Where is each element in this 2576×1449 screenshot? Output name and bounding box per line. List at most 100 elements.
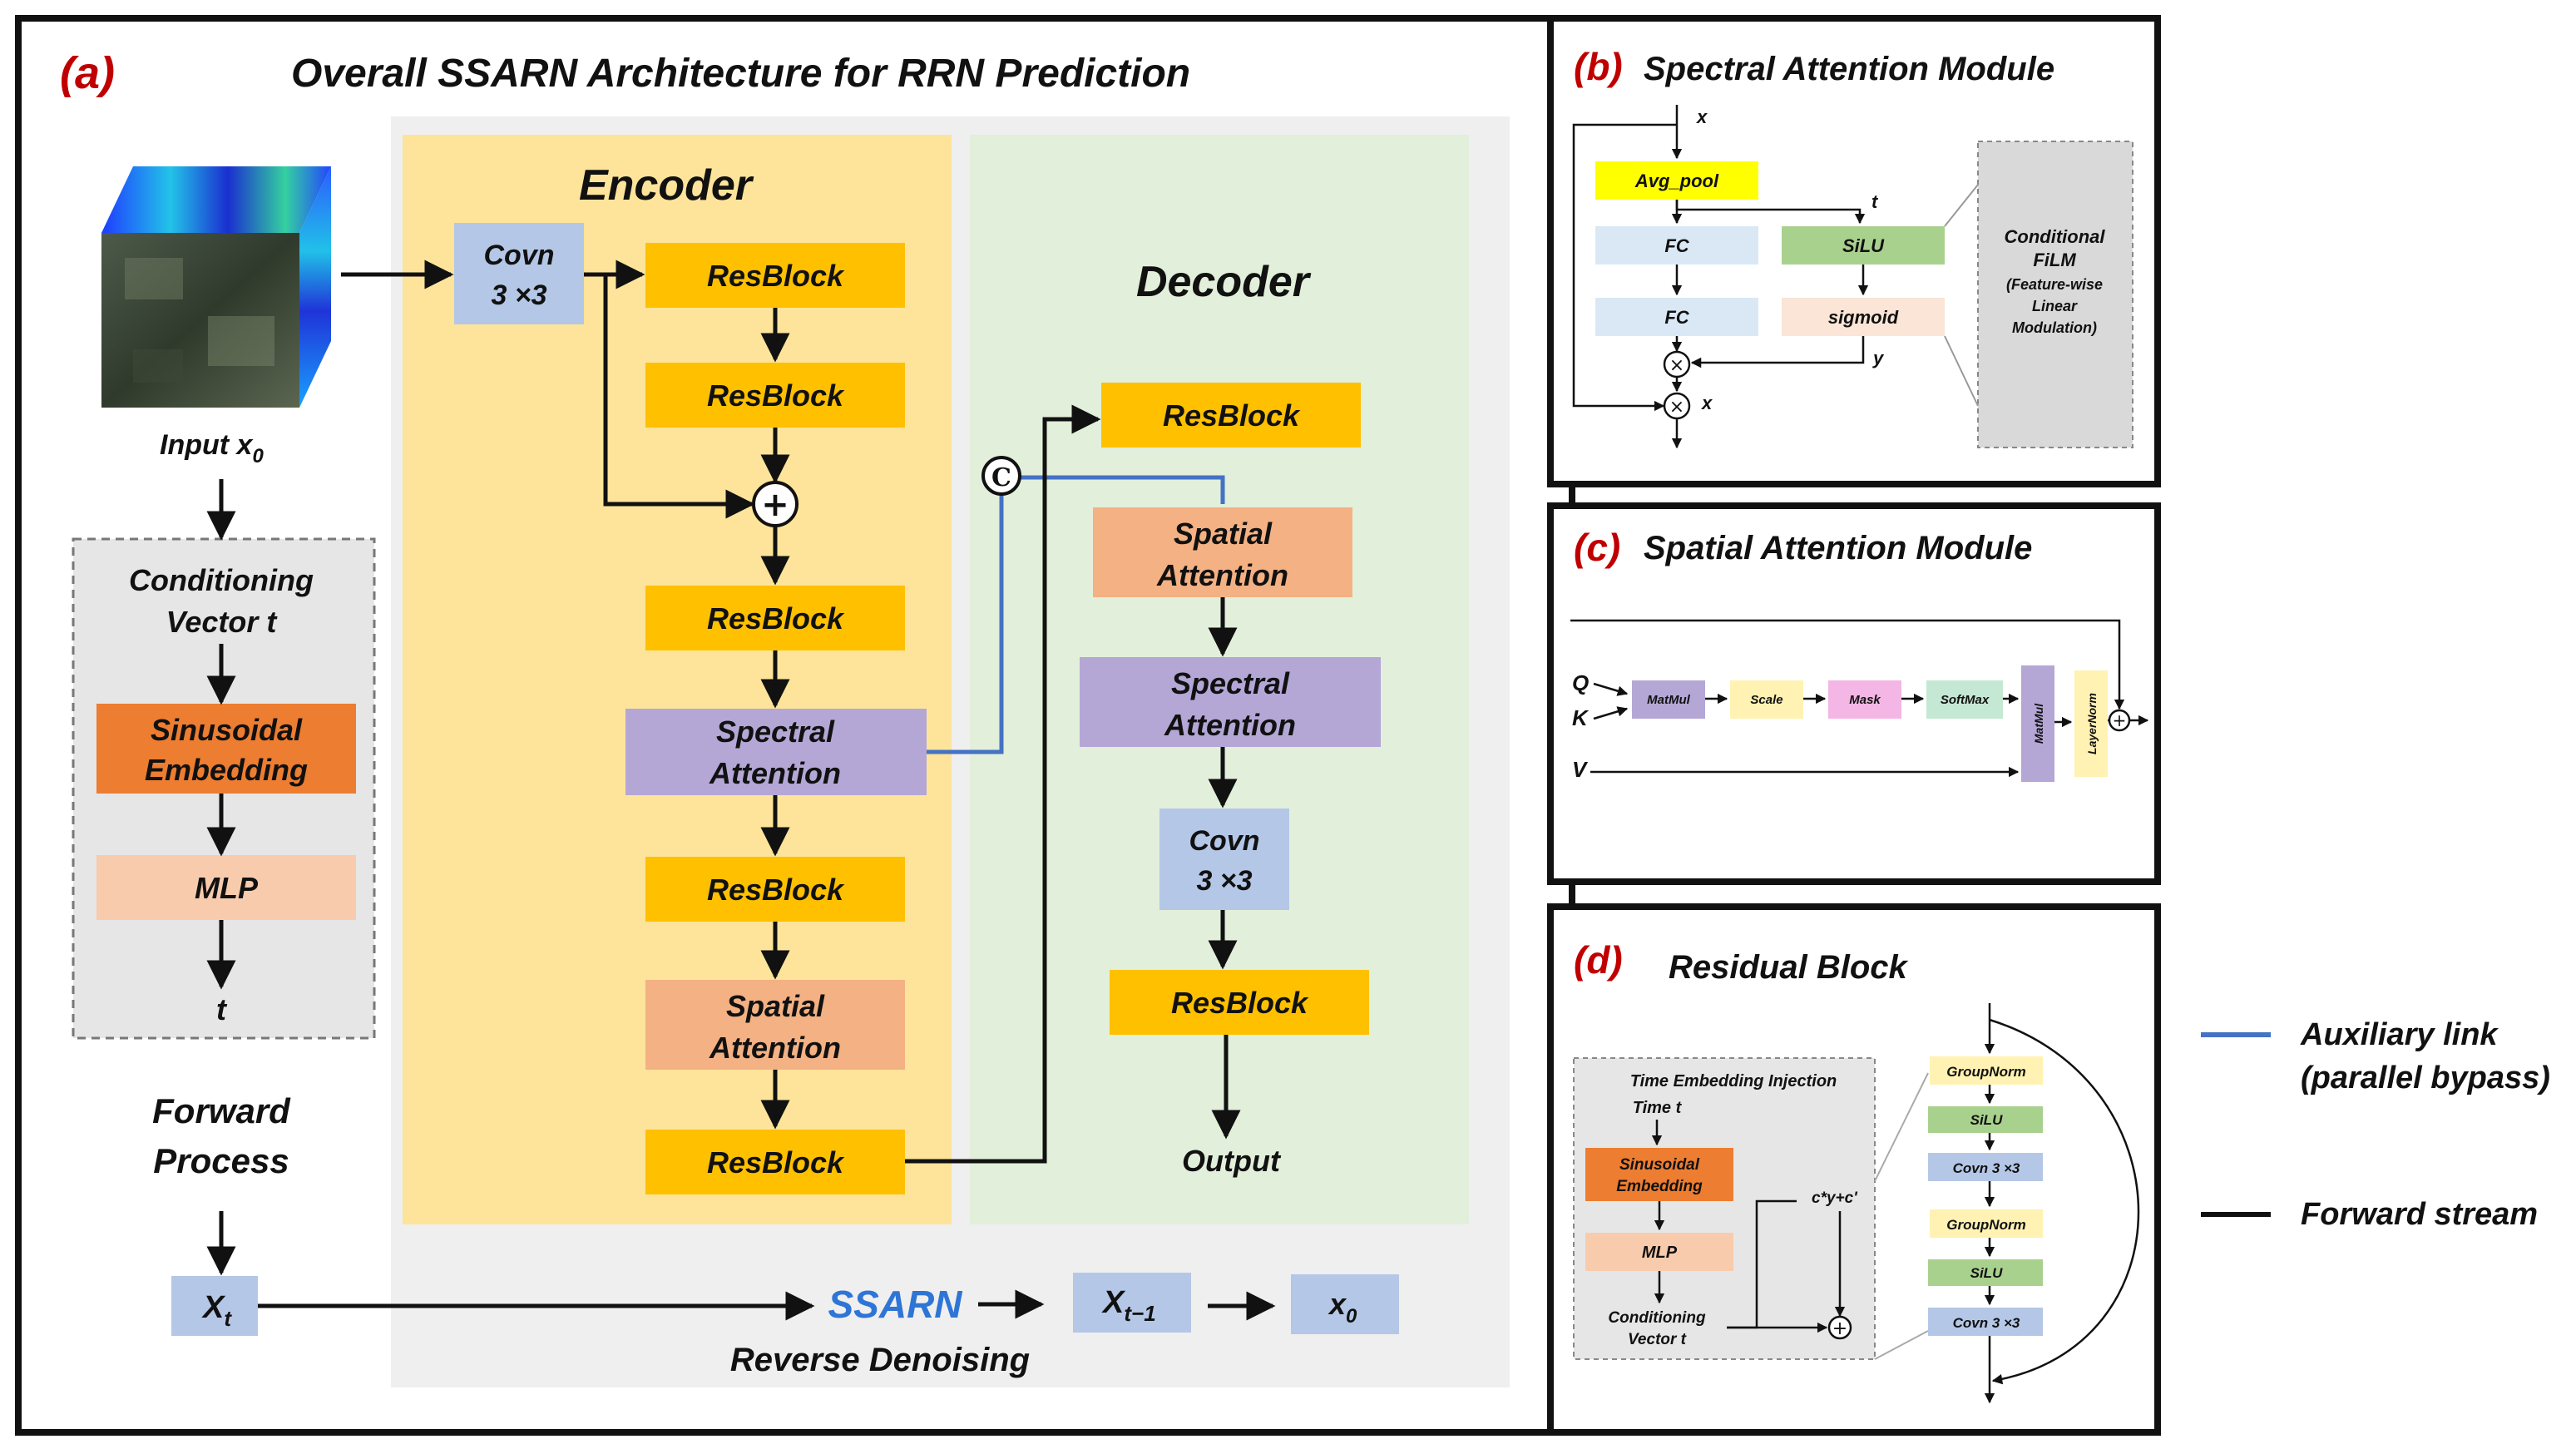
panel-b-title: Spectral Attention Module bbox=[1644, 51, 2054, 87]
groupnorm-2-label: GroupNorm bbox=[1946, 1217, 2025, 1233]
conv-1-label: Covn 3 ×3 bbox=[1953, 1160, 2020, 1176]
decoder-spectral-label-2: Attention bbox=[1164, 708, 1296, 742]
legend-forward-label: Forward stream bbox=[2301, 1197, 2538, 1232]
d-conditioning-label-1: Conditioning bbox=[1608, 1309, 1706, 1327]
decoder-spectral-label-1: Spectral bbox=[1171, 666, 1290, 700]
injection-title: Time Embedding Injection bbox=[1630, 1072, 1837, 1090]
formula-label: c*y+c' bbox=[1812, 1189, 1858, 1207]
film-label-5: Modulation) bbox=[2012, 319, 2097, 336]
panel-d-title: Residual Block bbox=[1669, 949, 1909, 986]
x0-box bbox=[1291, 1274, 1399, 1334]
encoder-resblock-1 bbox=[645, 243, 905, 308]
conv-1 bbox=[1928, 1153, 2043, 1181]
decoder-title: Decoder bbox=[1136, 258, 1312, 306]
layernorm-box bbox=[2074, 670, 2108, 777]
encoder-resblock-2 bbox=[645, 363, 905, 428]
sigmoid-label: sigmoid bbox=[1828, 307, 1899, 328]
encoder-spatial-attention bbox=[645, 980, 905, 1070]
silu-box bbox=[1782, 226, 1945, 265]
panel-a-tag: (a) bbox=[60, 48, 115, 98]
spectral-y-label: y bbox=[1872, 348, 1885, 368]
encoder-conv-label-1: Covn bbox=[484, 240, 555, 271]
avg-pool-label: Avg_pool bbox=[1634, 171, 1719, 191]
film-label-3: (Feature-wise bbox=[2006, 276, 2103, 293]
silu-2-label: SiLU bbox=[1970, 1265, 2003, 1281]
encoder-title: Encoder bbox=[579, 161, 754, 210]
fc2-label: FC bbox=[1664, 307, 1689, 328]
sinusoidal-embedding-box bbox=[96, 704, 356, 794]
groupnorm-1-label: GroupNorm bbox=[1946, 1064, 2025, 1080]
spectral-mult-2-symbol: × bbox=[1669, 397, 1684, 418]
sinusoidal-label-1: Sinusoidal bbox=[151, 713, 303, 747]
avg-pool-box bbox=[1595, 161, 1758, 200]
matmul2-label: MatMul bbox=[2032, 703, 2045, 744]
silu-1-label: SiLU bbox=[1970, 1112, 2003, 1128]
film-box bbox=[1977, 141, 2133, 448]
decoder-resblock-1 bbox=[1101, 383, 1361, 448]
d-sinusoidal-label-2: Embedding bbox=[1616, 1178, 1703, 1195]
encoder-resblock-3 bbox=[645, 586, 905, 650]
softmax-box bbox=[1926, 680, 2003, 719]
decoder-output-label: Output bbox=[1182, 1144, 1282, 1178]
encoder-resblock-4 bbox=[645, 857, 905, 922]
concat-symbol: C bbox=[991, 463, 1011, 492]
matmul-label: MatMul bbox=[1647, 693, 1690, 707]
x0-label: x0 bbox=[1328, 1287, 1357, 1328]
xt-box bbox=[171, 1276, 258, 1336]
panel-a: (a) Overall SSARN Architecture for RRN P… bbox=[15, 15, 1575, 1436]
matmul-box bbox=[1632, 680, 1705, 719]
sigmoid-box bbox=[1782, 298, 1945, 336]
decoder-spatial-label-2: Attention bbox=[1156, 558, 1288, 592]
spectral-mult-1-symbol: × bbox=[1669, 355, 1684, 376]
decoder-resblock-1-label: ResBlock bbox=[1163, 398, 1301, 433]
xt-1-label: Xt−1 bbox=[1101, 1285, 1156, 1326]
k-label: K bbox=[1572, 705, 1590, 730]
silu-2 bbox=[1928, 1259, 2043, 1286]
groupnorm-2 bbox=[1930, 1209, 2043, 1238]
conv-2 bbox=[1928, 1308, 2043, 1336]
xt-1-box bbox=[1073, 1273, 1191, 1333]
panel-d: (d) Residual Block Time Embedding Inject… bbox=[1547, 903, 2161, 1436]
d-sinusoidal-label-1: Sinusoidal bbox=[1619, 1156, 1700, 1174]
spectral-x-in: x bbox=[1696, 106, 1708, 127]
encoder-resblock-4-label: ResBlock bbox=[707, 873, 845, 907]
mlp-box bbox=[96, 855, 356, 920]
panel-d-tag: (d) bbox=[1574, 938, 1623, 982]
encoder-conv-label-2: 3 ×3 bbox=[491, 279, 546, 311]
panel-c-title: Spatial Attention Module bbox=[1644, 530, 2032, 566]
decoder-resblock-2 bbox=[1110, 970, 1369, 1035]
time-t-label: Time t bbox=[1633, 1099, 1683, 1117]
legend-auxiliary-label-2: (parallel bypass) bbox=[2301, 1061, 2550, 1095]
forward-process-label-2: Process bbox=[153, 1141, 289, 1180]
d-mlp-label: MLP bbox=[1642, 1244, 1678, 1262]
v-label: V bbox=[1572, 757, 1589, 782]
legend: Auxiliary link (parallel bypass) Forward… bbox=[2201, 1017, 2550, 1232]
hyperspectral-cube-image bbox=[101, 166, 331, 408]
encoder-spatial-label-1: Spatial bbox=[726, 989, 825, 1023]
scale-label: Scale bbox=[1750, 693, 1782, 707]
silu-1 bbox=[1928, 1106, 2043, 1133]
decoder-spatial-attention bbox=[1093, 507, 1352, 597]
panel-c: (c) Spatial Attention Module Q K V MatMu… bbox=[1547, 502, 2161, 885]
t-label: t bbox=[216, 992, 228, 1026]
layernorm-label: LayerNorm bbox=[2085, 693, 2099, 754]
decoder-spatial-label-1: Spatial bbox=[1174, 517, 1273, 551]
mlp-label: MLP bbox=[195, 871, 259, 905]
d-add-node bbox=[1827, 1315, 1852, 1340]
decoder-conv-label-2: 3 ×3 bbox=[1196, 865, 1252, 897]
encoder-resblock-5-label: ResBlock bbox=[707, 1145, 845, 1179]
legend-auxiliary-label-1: Auxiliary link bbox=[2300, 1017, 2499, 1052]
time-embedding-box bbox=[1573, 1057, 1876, 1360]
groupnorm-1 bbox=[1930, 1056, 2043, 1085]
panel-b: (b) Spectral Attention Module x Avg_pool… bbox=[1547, 15, 2161, 487]
q-label: Q bbox=[1572, 670, 1589, 695]
decoder-resblock-2-label: ResBlock bbox=[1171, 986, 1309, 1020]
fc1-box bbox=[1595, 226, 1758, 265]
conv-2-label: Covn 3 ×3 bbox=[1953, 1315, 2020, 1331]
decoder-spectral-attention bbox=[1080, 657, 1381, 747]
panel-c-tag: (c) bbox=[1574, 526, 1620, 569]
d-sinusoidal-box bbox=[1585, 1148, 1733, 1201]
forward-process-label-1: Forward bbox=[152, 1091, 291, 1130]
ssarn-label: SSARN bbox=[828, 1283, 962, 1326]
d-add-symbol: + bbox=[1832, 1318, 1847, 1339]
